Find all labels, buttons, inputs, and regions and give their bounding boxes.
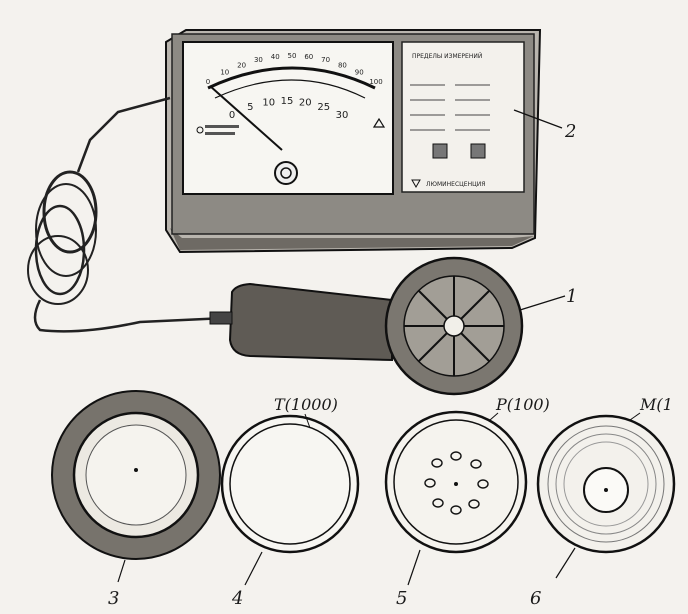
range-button-left <box>432 143 448 159</box>
meter-needle <box>209 85 283 151</box>
bottom-scale-label-6: 30 <box>336 110 349 121</box>
zero-adjust-knob <box>274 161 298 185</box>
top-scale-label-10: 100 <box>369 78 382 86</box>
disk-dense: 3 <box>51 390 221 609</box>
callout-5: 5 <box>396 588 407 609</box>
triangle-marker <box>372 117 386 128</box>
meter-unit: ПРЕДЕЛЫ ИЗМЕРЕНИЙ ЛЮМИНЕСЦЕНЦИЯ 2 <box>165 29 576 254</box>
label-t1000: T(1000) <box>274 395 338 414</box>
top-scale-label-4: 40 <box>271 53 280 61</box>
panel-bottom-label: ЛЮМИНЕСЦЕНЦИЯ <box>426 181 485 188</box>
sensor-probe: 1 <box>209 256 577 396</box>
bottom-scale-label-0: 0 <box>229 110 235 121</box>
bottom-scale-label-1: 5 <box>247 102 253 113</box>
top-scale-label-2: 20 <box>237 61 246 69</box>
range-button-right <box>470 143 486 159</box>
panel-title: ПРЕДЕЛЫ ИЗМЕРЕНИЙ <box>412 53 482 60</box>
top-scale-label-1: 10 <box>220 69 229 77</box>
label-p100: P(100) <box>495 395 550 414</box>
range-table <box>410 84 490 131</box>
ring-plain: T(1000) 4 <box>220 395 360 609</box>
top-scale-label-5: 50 <box>288 52 297 60</box>
top-scale-label-3: 30 <box>254 56 263 64</box>
callout-1: 1 <box>566 286 577 307</box>
disk-holes: P(100) 5 <box>384 395 550 609</box>
callout-2: 2 <box>564 121 576 142</box>
range-panel <box>401 41 525 193</box>
callout-3: 3 <box>108 588 119 609</box>
label-m1: M(1 <box>639 395 673 414</box>
bottom-scale-label-5: 25 <box>317 102 330 113</box>
bottom-scale-label-2: 10 <box>262 98 275 109</box>
top-scale-label-0: 0 <box>206 78 210 86</box>
callout-6: 6 <box>530 588 541 609</box>
top-scale-label-9: 90 <box>355 69 364 77</box>
bottom-scale-label-3: 15 <box>281 96 294 107</box>
top-scale-label-8: 80 <box>338 61 347 69</box>
meter-bottom-scale: 0 5 10 15 20 25 30 <box>229 96 349 121</box>
bottom-scale-label-4: 20 <box>299 98 312 109</box>
top-scale-label-7: 70 <box>321 56 330 64</box>
top-scale-label-6: 60 <box>304 53 313 61</box>
callout-4: 4 <box>231 588 243 609</box>
cable <box>27 96 227 333</box>
meter-top-scale: 0 10 20 30 40 50 60 70 80 90 100 <box>206 52 383 86</box>
disk-rings: M(1 6 <box>530 395 676 609</box>
